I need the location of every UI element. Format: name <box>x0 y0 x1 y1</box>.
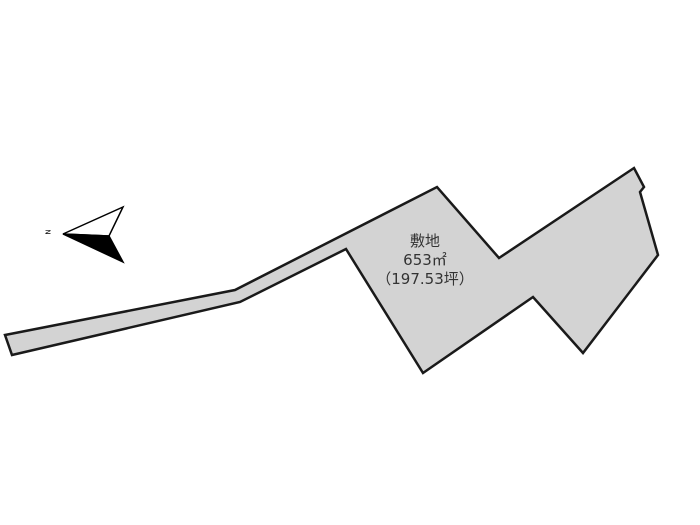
site-title: 敷地 <box>409 232 440 250</box>
site-area-tsubo: （197.53坪） <box>376 270 474 288</box>
site-parcel <box>3 166 660 375</box>
north-label: N <box>44 229 53 235</box>
site-area-sqm: 653㎡ <box>403 251 447 269</box>
north-arrow-icon <box>62 205 125 264</box>
site-label: 敷地 653㎡ （197.53坪） <box>360 232 490 289</box>
